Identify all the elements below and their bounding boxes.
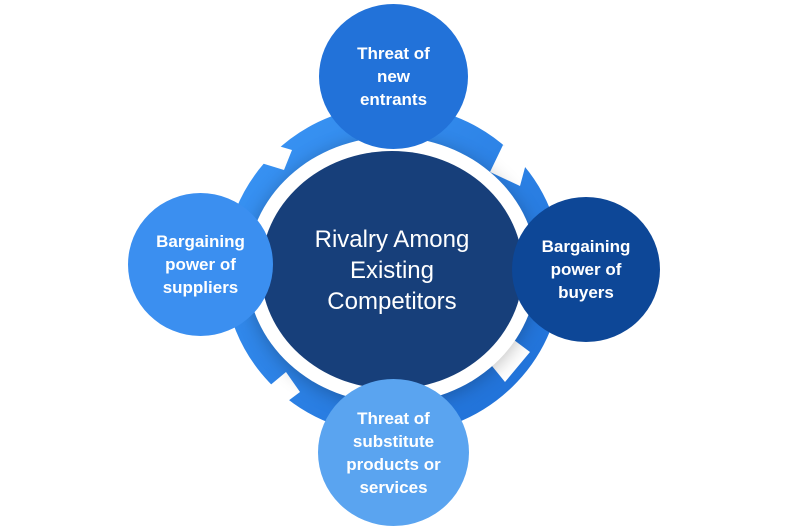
force-left-circle: Bargaining power of suppliers [128, 193, 273, 336]
center-circle: Rivalry Among Existing Competitors [261, 151, 523, 389]
center-label: Rivalry Among Existing Competitors [314, 225, 470, 315]
force-right-label: Bargaining power of buyers [541, 237, 631, 302]
force-right-circle: Bargaining power of buyers [512, 197, 660, 342]
force-left-label: Bargaining power of suppliers [156, 232, 245, 297]
ring-chevron-top-right [490, 145, 527, 186]
ring-chevron-top-left [258, 140, 292, 170]
ring-chevron-bottom-right [492, 340, 530, 382]
force-top-label: Threat of new entrants [357, 44, 430, 109]
force-bottom-label: Threat of substitute products or service… [346, 408, 441, 497]
ring-chevron-bottom-left [262, 372, 300, 410]
force-top-circle: Threat of new entrants [319, 4, 468, 149]
force-bottom-circle: Threat of substitute products or service… [318, 379, 469, 526]
